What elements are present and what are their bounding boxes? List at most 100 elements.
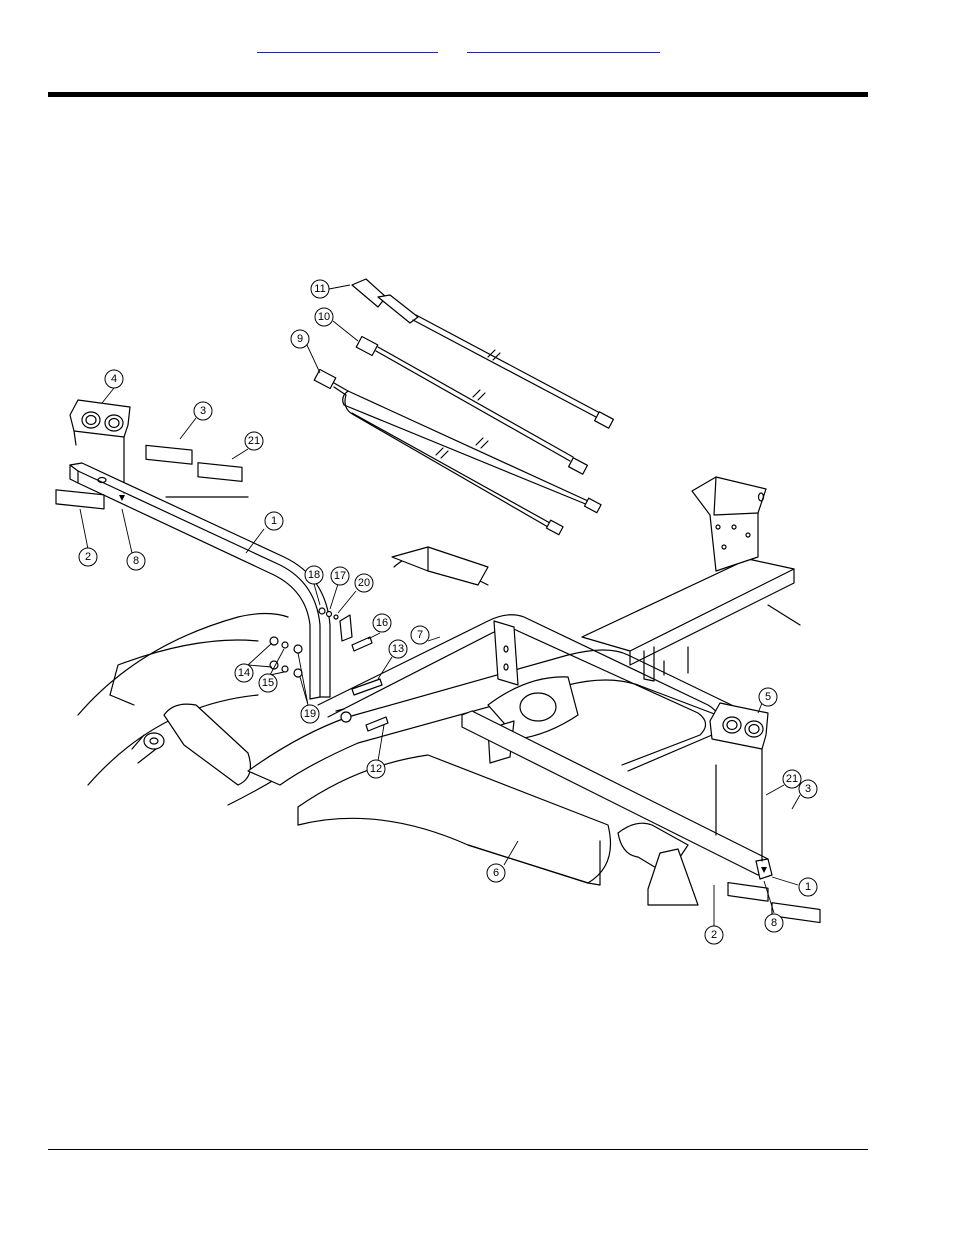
callout-3-right: 3 (791, 779, 818, 810)
callout-21-right: 21 (765, 769, 802, 796)
right-light-assembly (461, 702, 821, 924)
parts-diagram-svg: 11 10 9 4 3 21 1 2 8 18 17 (55, 278, 821, 945)
svg-text:6: 6 (493, 867, 499, 879)
callout-10: 10 (314, 307, 359, 342)
pin-eye (340, 711, 352, 723)
bracket-tab (339, 614, 353, 642)
svg-text:16: 16 (376, 617, 388, 629)
harness-11-sleeve (377, 294, 419, 324)
washer-15-lower (281, 665, 289, 673)
harness-9-cable-b (333, 386, 549, 528)
left-light-assembly (55, 399, 243, 510)
svg-text:14: 14 (238, 667, 250, 679)
harness-9-connector-a (583, 497, 602, 514)
svg-text:5: 5 (765, 691, 771, 703)
callout-7: 7 (410, 625, 441, 645)
callout-21-left: 21 (231, 431, 264, 460)
svg-text:7: 7 (417, 629, 423, 641)
hardware (269, 607, 389, 732)
decal-3-right (771, 902, 821, 924)
svg-text:18: 18 (308, 569, 320, 581)
harness-10-connector (567, 457, 589, 475)
casting-bore (519, 692, 557, 722)
svg-text:3: 3 (200, 405, 206, 417)
hitch-bracket (493, 620, 519, 686)
nut-18 (318, 607, 326, 615)
svg-text:15: 15 (262, 677, 274, 689)
svg-text:21: 21 (786, 773, 798, 785)
svg-text:4: 4 (111, 373, 117, 385)
spindle-eye (143, 732, 165, 750)
callout-8-right: 8 (763, 880, 784, 933)
svg-text:8: 8 (133, 555, 139, 567)
right-lamp-lens-2 (744, 720, 764, 738)
upright-mount-bracket (691, 476, 767, 572)
svg-text:9: 9 (297, 333, 303, 345)
svg-text:1: 1 (271, 515, 277, 527)
callout-3-left: 3 (179, 401, 213, 440)
svg-text:12: 12 (370, 763, 382, 775)
left-light-bar (69, 462, 331, 700)
decal-21-right (727, 881, 769, 902)
svg-text:13: 13 (392, 643, 404, 655)
harness-11-cable (412, 319, 597, 418)
svg-text:20: 20 (358, 577, 370, 589)
right-lamp-lens-1 (722, 716, 742, 734)
bolt-13 (351, 678, 383, 696)
washer-17 (325, 610, 333, 618)
washer-20 (333, 614, 339, 620)
callout-15: 15 (258, 648, 285, 693)
callout-12: 12 (366, 724, 386, 779)
hitch-top-plate (391, 546, 489, 586)
callout-4: 4 (101, 369, 124, 404)
washer-19-upper (293, 644, 303, 654)
harness-10-plug (355, 335, 379, 357)
callout-1-right: 1 (771, 876, 818, 897)
callout-5: 5 (757, 687, 778, 714)
callout-2-right: 2 (704, 885, 724, 945)
harness-9-plug (313, 368, 337, 390)
spindle-tube (163, 703, 251, 786)
decal-2-left (55, 489, 105, 510)
bolt-12 (365, 716, 389, 732)
decal-21-left (197, 462, 243, 482)
harness-9-connector-b (545, 519, 564, 536)
harness-10-cable (375, 350, 571, 462)
svg-text:8: 8 (771, 917, 777, 929)
header-link-left[interactable] (257, 36, 438, 53)
footer-rule (48, 1149, 868, 1150)
callout-14: 14 (234, 642, 273, 683)
left-lamp-lens-1 (81, 411, 101, 429)
washer-19-lower (293, 668, 303, 678)
callout-11: 11 (310, 279, 351, 299)
header-link-right[interactable] (467, 36, 660, 53)
svg-text:2: 2 (711, 929, 717, 941)
light-bar-1-left (69, 462, 331, 698)
callout-17: 17 (329, 566, 350, 610)
bolt-16 (351, 636, 373, 652)
header-links (0, 36, 954, 56)
chassis-plate-6 (297, 754, 612, 884)
callout-19: 19 (297, 652, 320, 724)
callout-2-left: 2 (78, 508, 98, 567)
rear-toolbar (581, 558, 795, 652)
callouts: 11 10 9 4 3 21 1 2 8 18 17 (78, 279, 818, 945)
svg-text:11: 11 (314, 283, 325, 295)
parts-diagram: 11 10 9 4 3 21 1 2 8 18 17 (48, 265, 838, 955)
left-lamp-lens-2 (104, 414, 124, 432)
harness-11-plug (351, 278, 387, 308)
right-cylinder-mount (647, 848, 699, 906)
callout-13: 13 (377, 639, 408, 680)
washer-15-upper (281, 641, 289, 649)
callout-8-left: 8 (121, 508, 146, 571)
harness-11-connector (593, 411, 615, 429)
svg-text:3: 3 (805, 783, 811, 795)
svg-text:21: 21 (248, 435, 260, 447)
callout-16: 16 (367, 613, 392, 640)
decal-3-left (145, 444, 193, 465)
callout-20: 20 (337, 573, 374, 614)
svg-text:1: 1 (805, 881, 811, 893)
callout-9: 9 (290, 329, 321, 374)
svg-text:19: 19 (304, 708, 316, 720)
callout-6: 6 (486, 840, 519, 883)
